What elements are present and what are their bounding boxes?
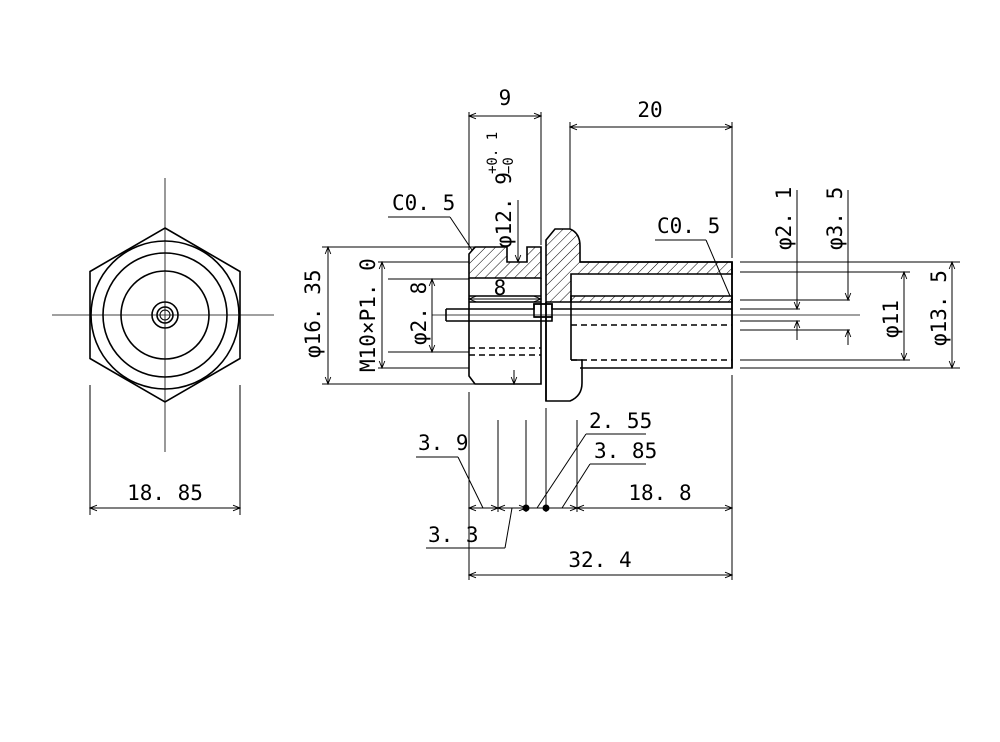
pin-circle: [156, 306, 174, 324]
leader-3-9: [457, 456, 484, 509]
dim-dot-right: [542, 504, 550, 512]
dim-12-9-tol-plus: +0. 1: [485, 132, 501, 174]
leader-3-3: [504, 507, 513, 549]
flange-circle: [90, 240, 240, 390]
dim-32-4: 32. 4: [568, 548, 631, 572]
dim-12-9-tol-minus: −0: [501, 157, 517, 174]
dim-20: 20: [637, 98, 662, 122]
dim-12-9: φ12. 9: [492, 172, 516, 248]
flange-outline-lower: [545, 302, 583, 402]
section-hatch-body-inner: [570, 295, 733, 303]
dim-3-3: 3. 3: [428, 523, 479, 547]
pin-insulator: [533, 303, 553, 318]
leader-chamfer-left: [449, 216, 473, 251]
dim-11: φ11: [879, 300, 903, 338]
dim-2-8: φ2. 8: [407, 282, 431, 345]
dim-13-5: φ13. 5: [927, 270, 951, 346]
pin-inner-circle: [159, 309, 171, 321]
chamfer-left: C0. 5: [392, 191, 455, 215]
body-circle: [102, 252, 228, 378]
dim-dot-left: [522, 504, 530, 512]
dim-9: 9: [499, 86, 512, 110]
dim-3-5: φ3. 5: [823, 187, 847, 250]
section-hatch-upper-left: [468, 246, 542, 279]
leader-2-55: [536, 433, 587, 509]
dim-2-55: 2. 55: [589, 409, 652, 433]
leader-chamfer-right: [705, 239, 731, 297]
dim-3-9: 3. 9: [418, 431, 469, 455]
hex-outline: [89, 227, 241, 403]
dim-2-1: φ2. 1: [772, 187, 796, 250]
leader-3-85: [561, 463, 591, 509]
section-hatch-flange: [545, 228, 733, 303]
dim-16-35: φ16. 35: [301, 269, 325, 358]
side-view: 9 20 φ12. 9 +0. 1 −0 C0. 5 C0. 5 φ16. 35…: [301, 86, 960, 580]
center-pin: [446, 303, 732, 322]
dim-18-8: 18. 8: [628, 481, 691, 505]
chamfer-right: C0. 5: [657, 214, 720, 238]
thread-spec: M10×P1. 0: [356, 258, 380, 372]
end-view: 18. 85: [52, 178, 274, 515]
dim-8: 8: [494, 276, 507, 300]
dim-3-85: 3. 85: [594, 439, 657, 463]
thread-circle: [120, 270, 210, 360]
dim-18-85: 18. 85: [127, 481, 203, 505]
bore-circle: [151, 301, 179, 329]
